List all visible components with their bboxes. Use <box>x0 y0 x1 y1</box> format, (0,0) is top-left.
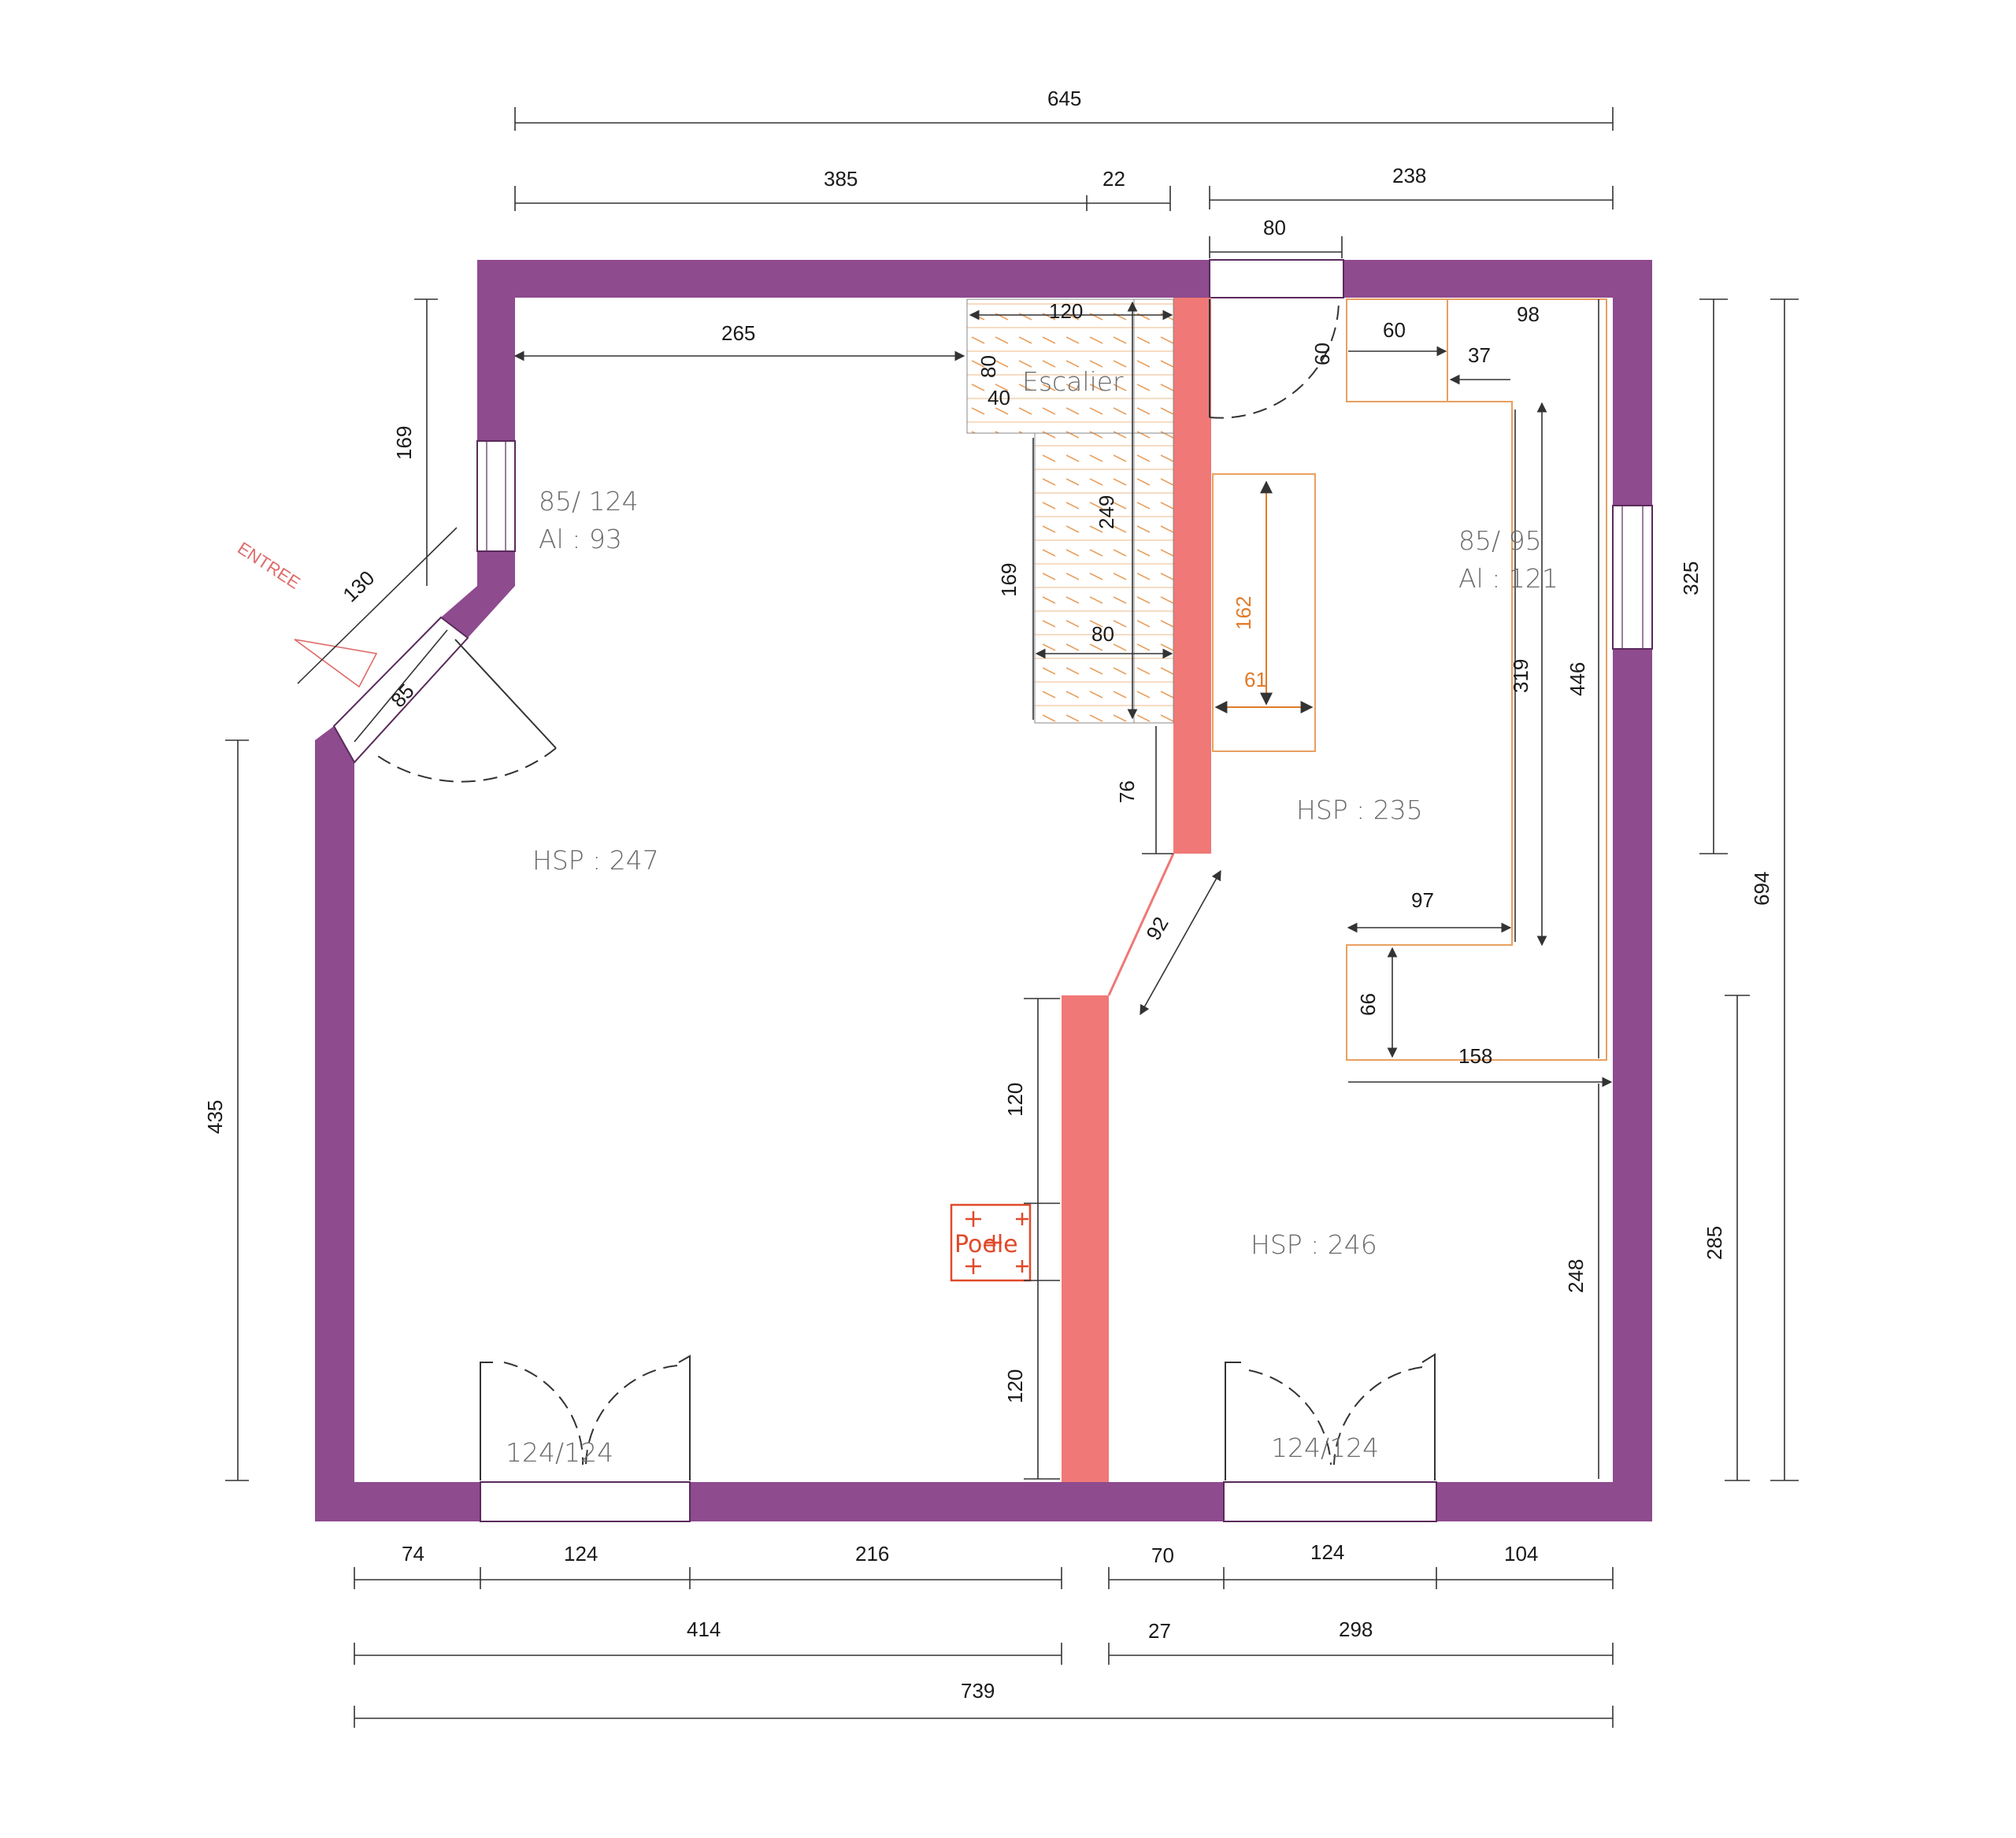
dim-bottom-70: 70 <box>1151 1543 1174 1567</box>
window-left-sill: Al : 93 <box>539 524 622 554</box>
dim-248: 248 <box>1564 1259 1588 1293</box>
door-right-size: 124/124 <box>1271 1432 1379 1463</box>
dim-92: 92 <box>1141 913 1173 944</box>
window-right <box>1612 505 1653 650</box>
dim-325: 325 <box>1679 561 1703 595</box>
dim-169-left: 169 <box>392 426 416 460</box>
dim-61: 61 <box>1244 668 1267 691</box>
dim-37: 37 <box>1468 343 1491 367</box>
dim-98: 98 <box>1517 302 1540 326</box>
dim-bottom-414: 414 <box>687 1618 721 1641</box>
partitions <box>1062 298 1211 1482</box>
dim-238: 238 <box>1392 164 1426 187</box>
dimension-labels: 645 385 22 238 80 265 120 80 40 Escalier… <box>203 87 1773 1703</box>
dim-bottom-104: 104 <box>1504 1542 1538 1566</box>
hsp-upper-right: HSP : 235 <box>1296 795 1423 825</box>
poele-stove: Poele <box>950 1203 1032 1282</box>
openings <box>332 259 1653 1522</box>
dim-446: 446 <box>1566 662 1589 696</box>
dim-bottom-124b: 124 <box>1310 1540 1344 1564</box>
dim-60-kitchen: 60 <box>1383 318 1406 342</box>
dim-120-stair: 120 <box>1049 299 1083 323</box>
dim-bottom-216: 216 <box>855 1542 889 1566</box>
window-left-size: 85/ 124 <box>539 486 639 517</box>
dim-285: 285 <box>1703 1226 1726 1260</box>
dim-97: 97 <box>1411 888 1434 912</box>
dim-bottom-27: 27 <box>1148 1619 1171 1643</box>
hsp-lower-right: HSP : 246 <box>1251 1229 1377 1260</box>
kitchen-counters <box>1212 298 1607 1061</box>
stair-label: Escalier <box>1022 366 1124 397</box>
dim-bottom-739: 739 <box>961 1679 995 1703</box>
dim-22: 22 <box>1102 167 1125 191</box>
dim-130: 130 <box>338 566 379 607</box>
dim-435: 435 <box>203 1100 227 1134</box>
window-left <box>476 440 516 552</box>
door-right-opening <box>1223 1481 1437 1522</box>
dim-385: 385 <box>824 167 858 191</box>
room-labels: 85/ 124 Al : 93 85/ 95 Al : 121 HSP : 24… <box>506 486 1558 1468</box>
door-swings <box>372 298 1436 1480</box>
dimension-lines <box>225 107 1799 1728</box>
door-left-opening <box>480 1481 691 1522</box>
dim-158: 158 <box>1458 1044 1492 1068</box>
dim-120-lower: 120 <box>1003 1369 1027 1403</box>
dim-249: 249 <box>1095 495 1118 529</box>
dim-694: 694 <box>1750 872 1773 906</box>
dim-40-stair: 40 <box>988 386 1010 409</box>
dim-265: 265 <box>721 321 755 345</box>
entree-arrow: ENTREE <box>234 538 378 688</box>
dim-60-top: 60 <box>1310 343 1334 365</box>
dim-76: 76 <box>1115 780 1139 803</box>
poele-label: Poele <box>954 1231 1018 1258</box>
dim-319: 319 <box>1509 659 1532 693</box>
dim-80-stair: 80 <box>976 355 1000 378</box>
hsp-left: HSP : 247 <box>532 845 659 876</box>
opening-top <box>1209 259 1344 298</box>
window-right-sill: Al : 121 <box>1458 563 1558 594</box>
door-left-size: 124/124 <box>506 1437 613 1468</box>
dim-bottom-74: 74 <box>402 1542 424 1566</box>
dim-645: 645 <box>1047 87 1081 110</box>
dim-80-stair-bottom: 80 <box>1091 622 1114 646</box>
staircase <box>966 298 1174 724</box>
dim-bottom-124a: 124 <box>564 1542 598 1566</box>
entree-label: ENTREE <box>234 538 303 593</box>
dim-162: 162 <box>1232 596 1255 630</box>
dim-66: 66 <box>1356 993 1380 1016</box>
window-right-size: 85/ 95 <box>1458 525 1542 556</box>
outer-walls <box>315 260 1652 1521</box>
dim-169-stair: 169 <box>997 563 1021 597</box>
dim-bottom-298: 298 <box>1339 1618 1373 1641</box>
dim-120-upper: 120 <box>1003 1083 1027 1117</box>
dim-80-top: 80 <box>1263 216 1286 239</box>
